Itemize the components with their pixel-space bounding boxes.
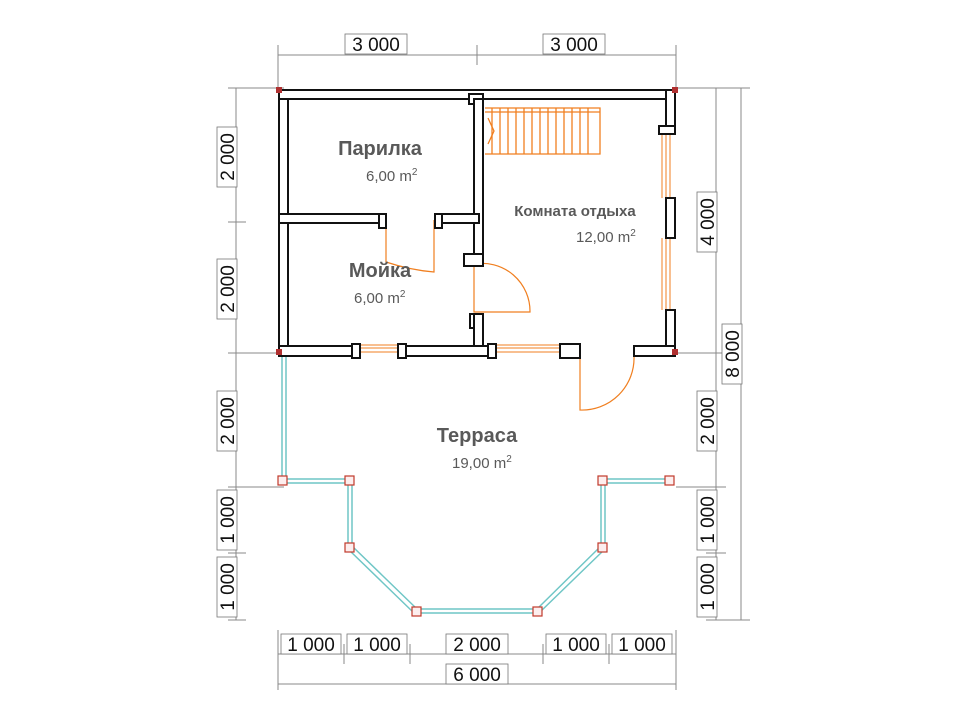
dim-right-1: 4 000 <box>698 198 719 246</box>
dim-bottom-3: 2 000 <box>453 635 501 656</box>
dim-bottom-5: 1 000 <box>618 635 666 656</box>
dim-left-4: 1 000 <box>218 496 239 544</box>
room-name-moika: Мойка <box>349 260 412 282</box>
dim-right-4: 1 000 <box>698 563 719 611</box>
terrace-railing <box>281 354 669 614</box>
doors <box>385 220 635 411</box>
area-unit-sup-moika: 2 <box>400 289 406 300</box>
dim-left-2: 2 000 <box>218 265 239 313</box>
room-name-terrasa: Терраса <box>437 425 518 447</box>
svg-text:19,00 m2: 19,00 m2 <box>452 454 512 472</box>
dim-bottom-total: 6 000 <box>453 665 501 686</box>
dimension-labels: 3 000 3 000 2 000 2 000 2 000 1 000 1 00… <box>216 33 744 686</box>
svg-text:12,00 m2: 12,00 m2 <box>576 228 636 246</box>
windows <box>360 134 671 353</box>
svg-text:6,00 m2: 6,00 m2 <box>366 167 418 185</box>
wall-corners <box>276 87 678 355</box>
area-unit-sup-komnata: 2 <box>630 228 636 239</box>
room-terrasa: Терраса 19,00 m2 <box>437 425 518 472</box>
dim-bottom-1: 1 000 <box>287 635 335 656</box>
dim-bottom-4: 1 000 <box>552 635 600 656</box>
dim-bottom-2: 1 000 <box>353 635 401 656</box>
dim-right-2: 2 000 <box>698 397 719 445</box>
dim-top-1: 3 000 <box>352 35 400 56</box>
room-komnata-otdykha: Комната отдыха 12,00 m2 <box>514 203 636 246</box>
room-parilka: Парилка 6,00 m2 <box>338 138 423 185</box>
dim-top-2: 3 000 <box>550 35 598 56</box>
dim-left-5: 1 000 <box>218 563 239 611</box>
dim-right-total: 8 000 <box>723 330 744 378</box>
room-area-parilka: 6,00 m <box>366 168 412 185</box>
room-area-terrasa: 19,00 m <box>452 455 506 472</box>
dim-left-1: 2 000 <box>218 133 239 181</box>
room-name-komnata: Комната отдыха <box>514 203 636 220</box>
terrace-posts <box>277 475 675 617</box>
area-unit-sup-terrasa: 2 <box>506 454 512 465</box>
dim-right-3: 1 000 <box>698 496 719 544</box>
walls <box>278 89 676 359</box>
room-area-komnata: 12,00 m <box>576 229 630 246</box>
stairs <box>485 107 601 155</box>
svg-text:6,00 m2: 6,00 m2 <box>354 289 406 307</box>
room-name-parilka: Парилка <box>338 138 423 160</box>
area-unit-sup-parilka: 2 <box>412 167 418 178</box>
room-area-moika: 6,00 m <box>354 290 400 307</box>
dim-left-3: 2 000 <box>218 397 239 445</box>
room-moika: Мойка 6,00 m2 <box>349 260 412 307</box>
